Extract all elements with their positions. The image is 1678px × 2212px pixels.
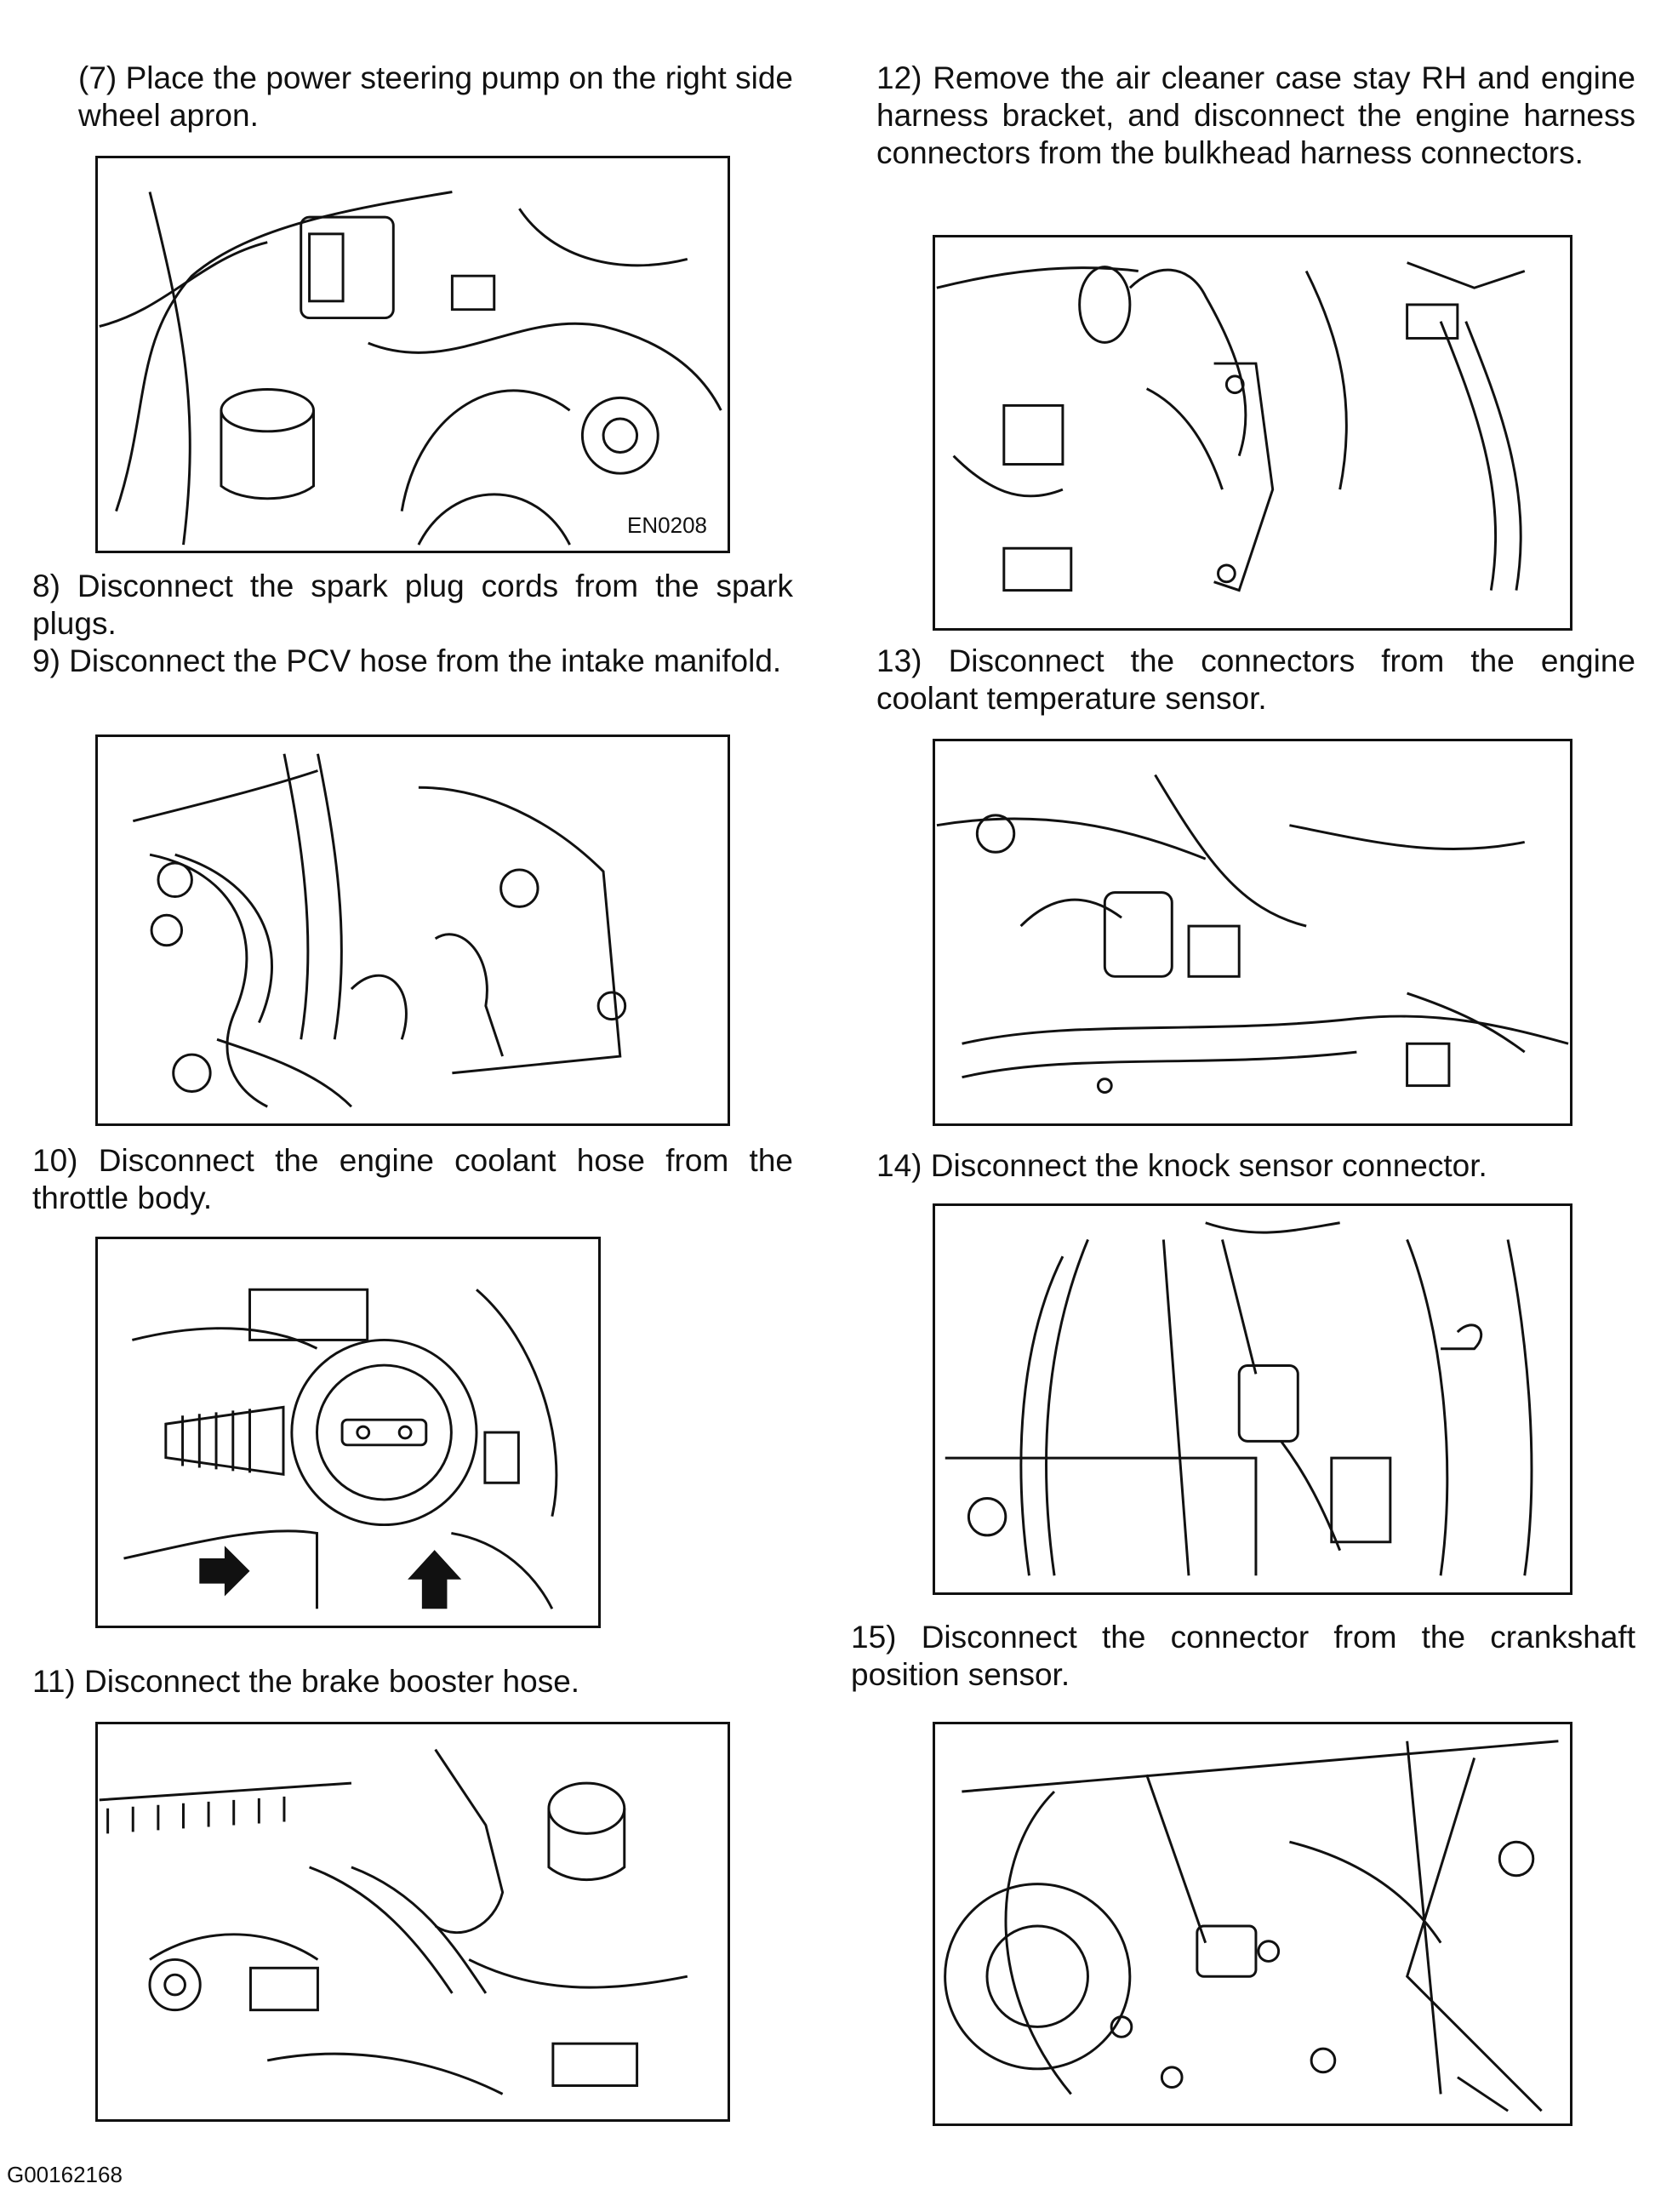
engine-illustration [99, 191, 722, 546]
step-15-text: 15) Disconnect the connector from the cr… [851, 1620, 1635, 1692]
figure-knock-sensor [933, 1203, 1572, 1595]
step-12-text: 12) Remove the air cleaner case stay RH … [876, 60, 1635, 170]
step-10-text: 10) Disconnect the engine coolant hose f… [32, 1143, 793, 1215]
arrow-right-icon [199, 1546, 250, 1597]
figure-power-steering-pump: EN0208 [95, 156, 730, 553]
figure-brake-booster-hose [95, 1722, 730, 2122]
figure-coolant-temp-sensor [933, 739, 1572, 1126]
figure-throttle-body [95, 1237, 601, 1628]
step-11-text: 11) Disconnect the brake booster hose. [32, 1664, 580, 1699]
throttle-body-illustration [123, 1288, 558, 1609]
coolant-sensor-illustration [936, 774, 1569, 1094]
crankshaft-sensor-illustration [944, 1740, 1559, 2112]
figure-crankshaft-position-sensor [933, 1722, 1572, 2126]
step-8-text: 8) Disconnect the spark plug cords from … [32, 569, 793, 641]
step-13-text: 13) Disconnect the connectors from the e… [876, 643, 1635, 716]
knock-sensor-illustration [945, 1221, 1533, 1576]
figure-pcv-hose [95, 734, 730, 1126]
brake-booster-illustration [99, 1748, 688, 2095]
arrow-up-icon [408, 1550, 462, 1609]
figure-harness-connectors [933, 235, 1572, 631]
document-id: G00162168 [7, 2162, 123, 2187]
figure-code: EN0208 [624, 512, 711, 539]
step-7-text: (7) Place the power steering pump on the… [78, 60, 793, 133]
step-9-text: 9) Disconnect the PCV hose from the inta… [32, 643, 782, 678]
harness-illustration [936, 261, 1526, 592]
step-14-text: 14) Disconnect the knock sensor connecto… [876, 1148, 1487, 1183]
intake-manifold-illustration [132, 753, 627, 1108]
